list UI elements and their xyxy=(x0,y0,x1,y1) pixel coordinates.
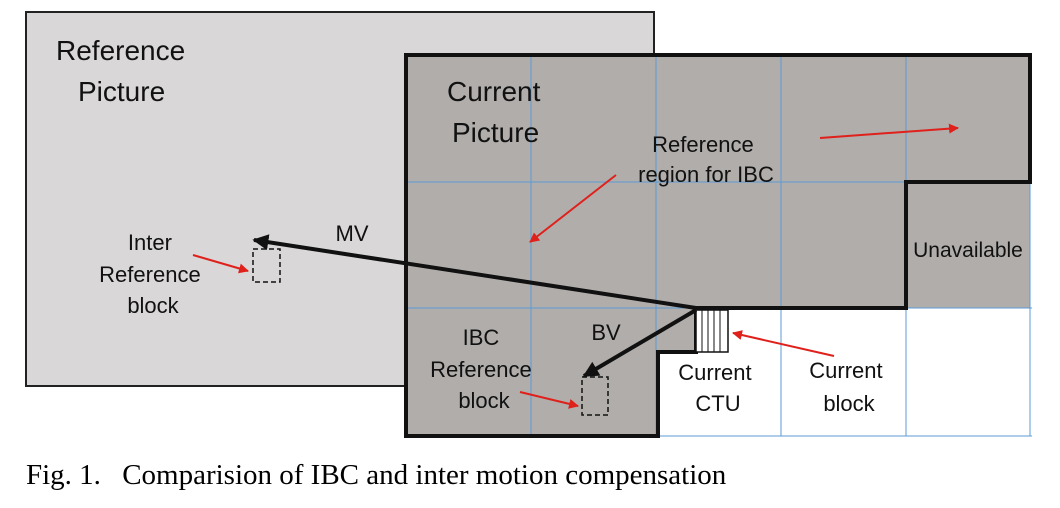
reference-region-label: Reference region for IBC xyxy=(638,132,774,187)
inter-reference-pointer-arrow xyxy=(192,254,249,274)
scan-direction-arrow xyxy=(819,123,959,139)
unavailable-region xyxy=(906,182,1030,308)
reference-region-pointer-arrow xyxy=(529,174,617,243)
current-block-pointer-arrow xyxy=(732,330,835,357)
figure-number: Fig. 1. xyxy=(26,459,101,491)
figure-caption-text: Comparision of IBC and inter motion comp… xyxy=(122,459,727,491)
ibc-reference-pointer-arrow xyxy=(519,391,579,409)
available-region xyxy=(406,55,1030,434)
current-picture-label: Current Picture xyxy=(447,76,548,148)
current-ctu-label: Current CTU xyxy=(678,360,757,416)
figure-caption: Fig. 1. Comparision of IBC and inter mot… xyxy=(26,459,727,491)
mv-arrow xyxy=(252,234,697,310)
inter-reference-block xyxy=(252,248,281,283)
current-block xyxy=(695,309,729,353)
reference-picture-label: Reference Picture xyxy=(56,35,193,107)
bv-arrow xyxy=(582,308,698,378)
ibc-reference-block xyxy=(581,376,609,416)
mv-label: MV xyxy=(336,221,369,246)
ibc-reference-block-label: IBC Reference block xyxy=(430,325,538,413)
inter-reference-block-label: Inter Reference block xyxy=(99,230,207,318)
current-block-label: Current block xyxy=(809,358,888,416)
bv-label: BV xyxy=(591,320,621,345)
unavailable-label: Unavailable xyxy=(913,239,1023,262)
